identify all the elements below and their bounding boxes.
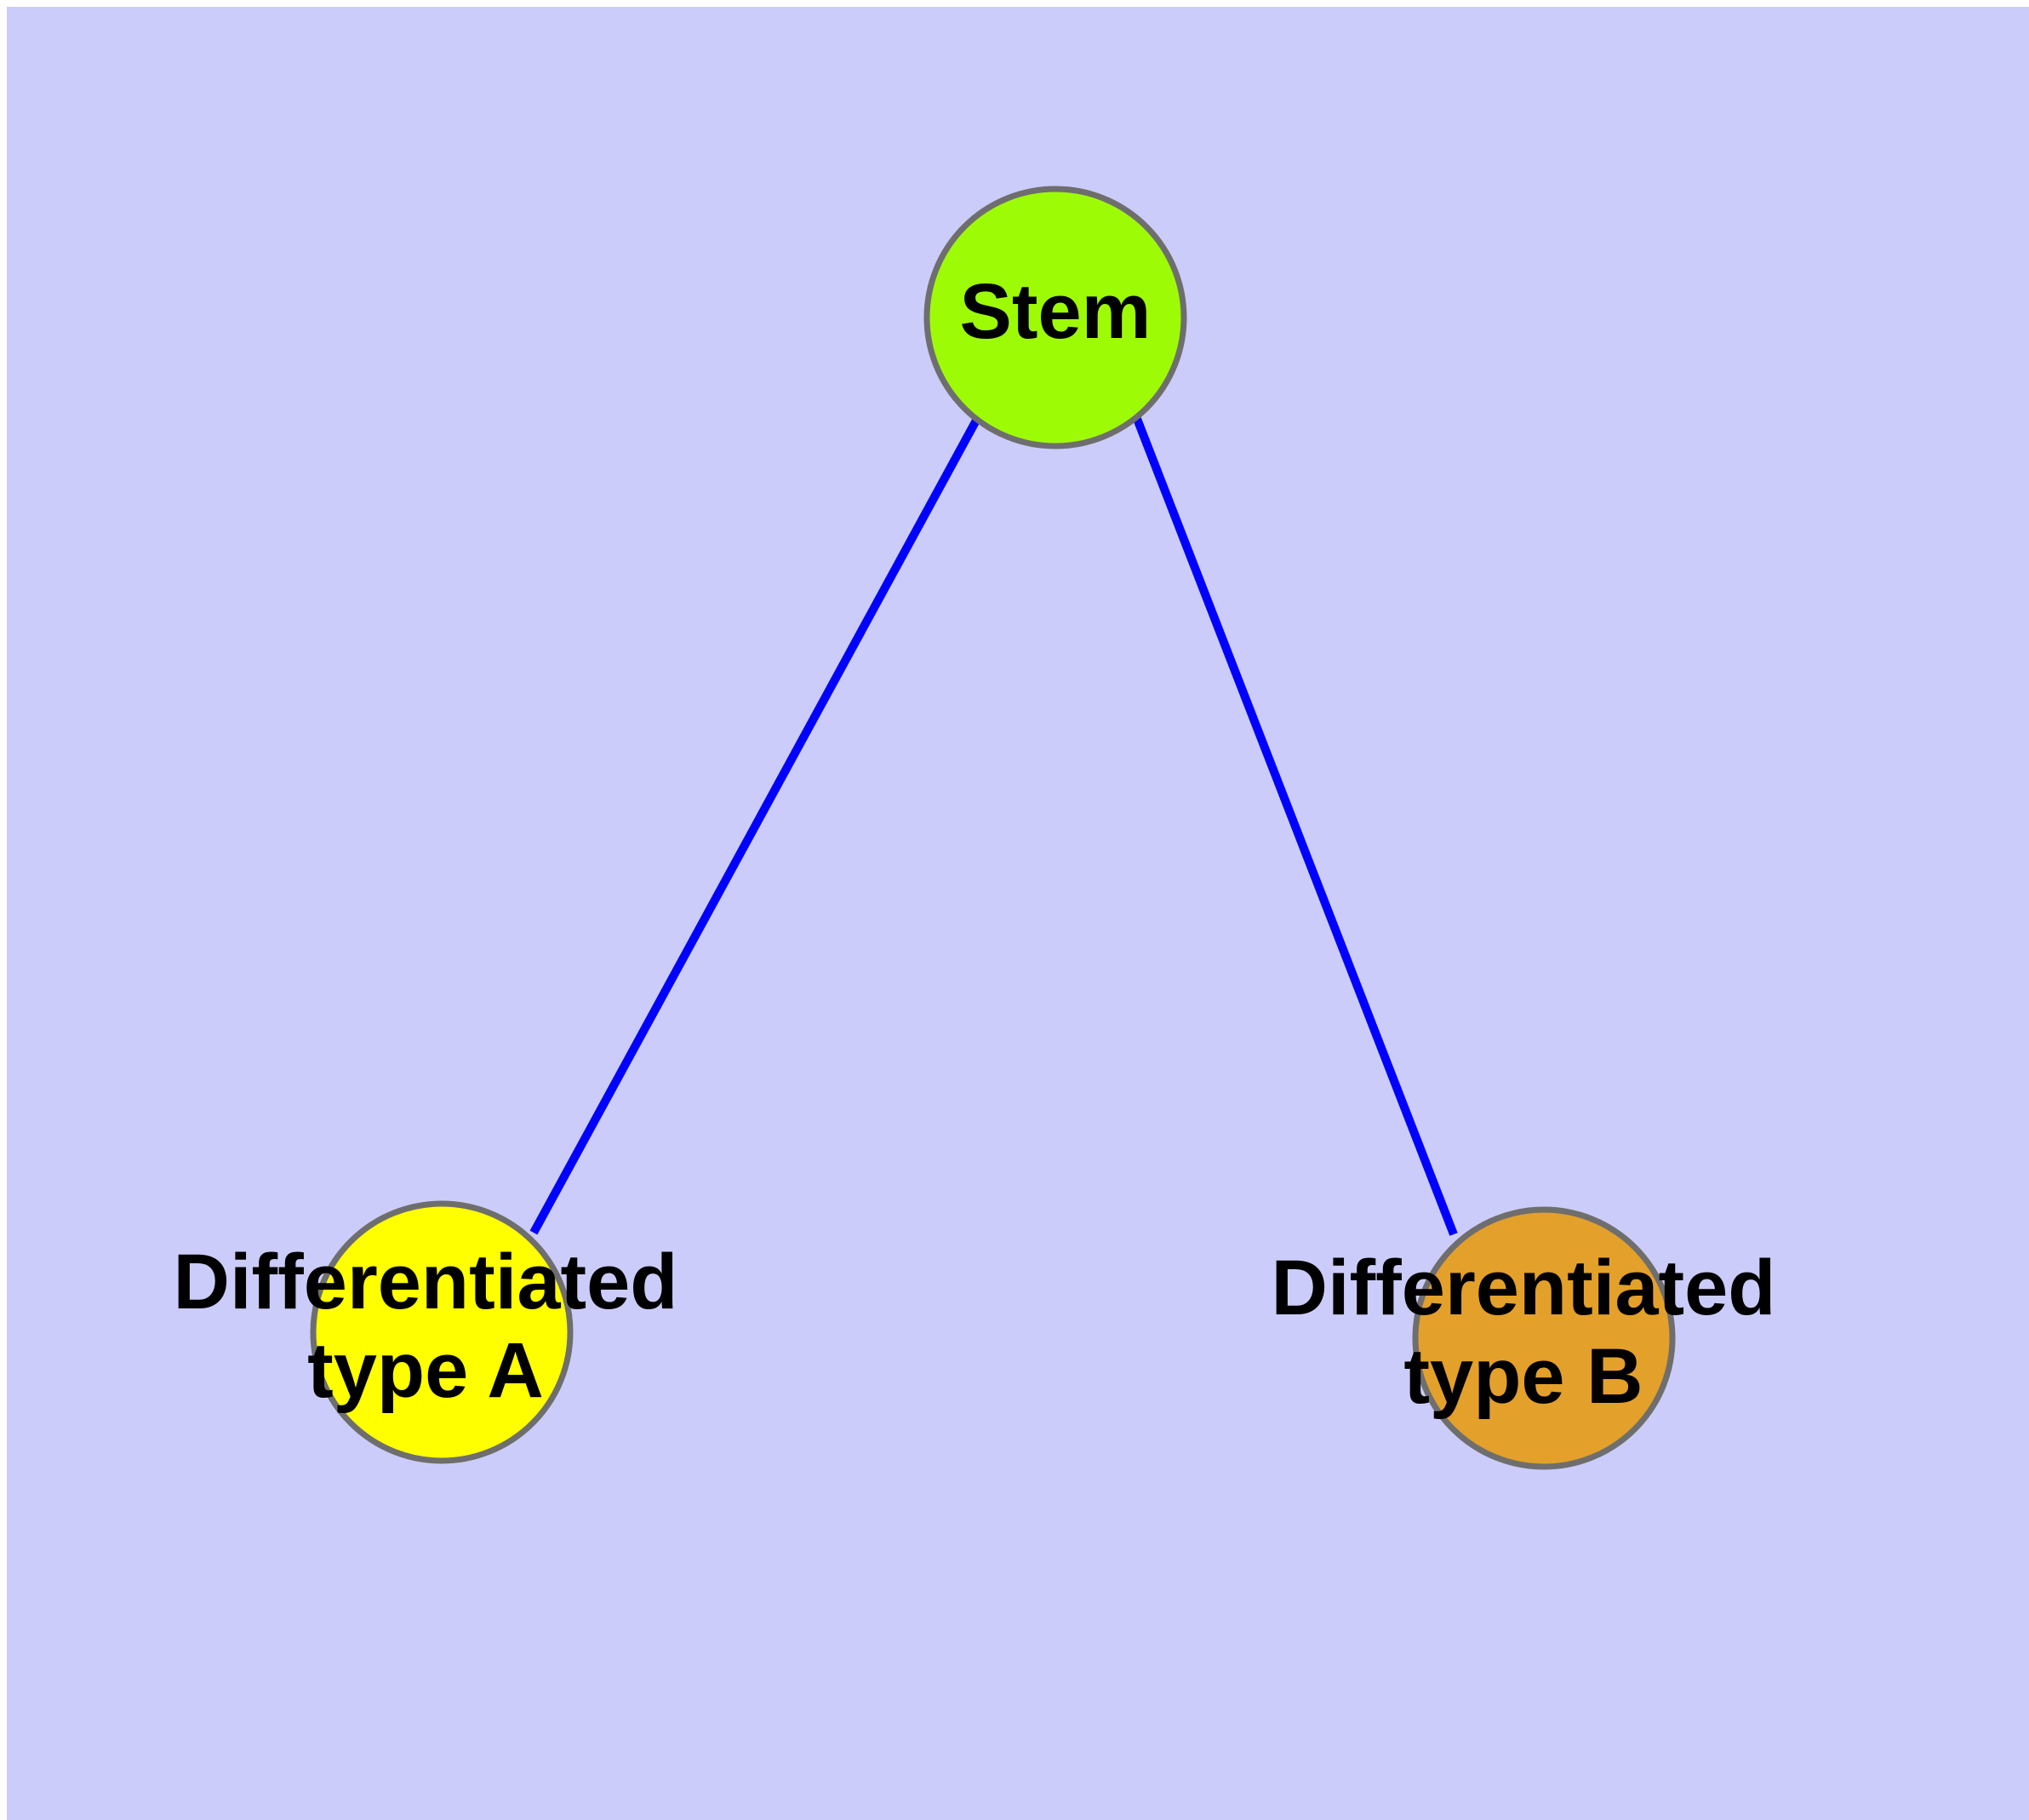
edge-stem-to-type-a[interactable] [529, 416, 981, 1235]
differentiated-type-a-node-label-line-1: type A [307, 1327, 544, 1414]
edges-layer [529, 416, 1458, 1236]
stem-node-label-line-0: Stem [960, 268, 1152, 355]
differentiated-type-b-node[interactable] [1412, 1206, 1676, 1470]
stem-node[interactable] [923, 186, 1187, 449]
differentiated-type-a-node[interactable] [310, 1200, 574, 1464]
edge-stem-to-type-b[interactable] [1133, 417, 1458, 1236]
differentiated-type-b-node-label-line-0: Differentiated [1272, 1245, 1776, 1331]
nodes-layer [310, 186, 1676, 1470]
differentiated-type-b-node-label-line-1: type B [1403, 1333, 1643, 1420]
differentiated-type-a-node-label-line-0: Differentiated [174, 1239, 678, 1325]
stem-node-label: Stem [960, 268, 1152, 355]
